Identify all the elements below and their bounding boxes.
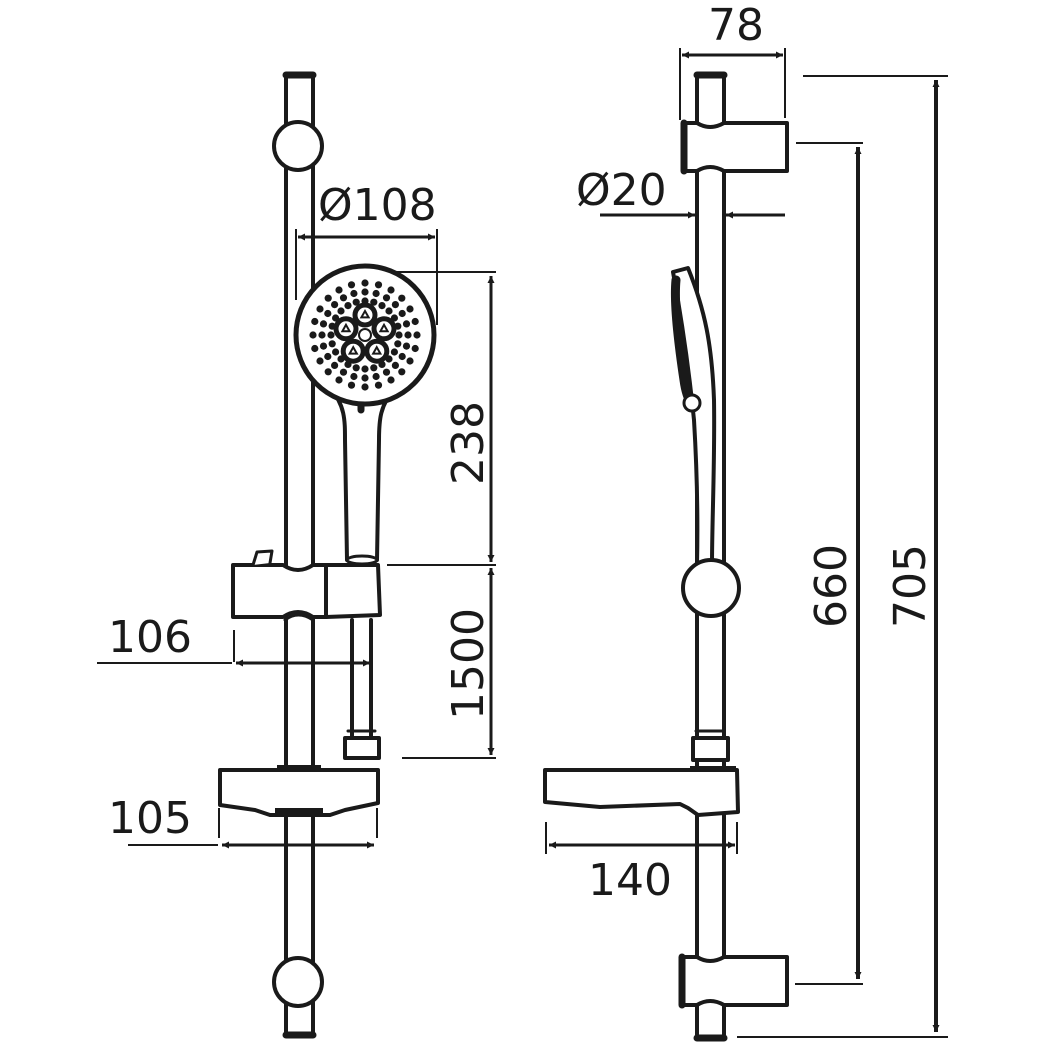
slider-bracket — [231, 549, 382, 622]
dim-hand-shower-length: 238 — [443, 401, 494, 485]
dim-head-diameter: Ø108 — [318, 180, 437, 231]
shower-hose — [343, 618, 381, 760]
hand-shower-handle — [328, 386, 397, 566]
dim-total-height: 705 — [885, 544, 936, 628]
side-soap-dish — [543, 766, 740, 817]
dim-bracket-depth: 78 — [708, 0, 764, 51]
side-hose-connector — [691, 729, 730, 762]
dim-soap-dish-depth: 140 — [588, 855, 672, 906]
front-rail — [282, 71, 317, 1039]
top-bracket-knob — [272, 120, 324, 172]
side-slider-knob — [681, 558, 741, 618]
dim-hose-length: 1500 — [443, 608, 494, 720]
dim-slider-width: 106 — [108, 612, 192, 663]
shower-head-nozzles — [309, 279, 421, 391]
side-bottom-bracket — [678, 953, 789, 1009]
bottom-bracket-knob — [272, 956, 324, 1008]
dim-bracket-spacing: 660 — [806, 544, 857, 628]
side-dimensions — [545, 48, 948, 1038]
side-view — [543, 71, 789, 1042]
front-dimensions — [97, 229, 496, 849]
dim-soap-dish-width: 105 — [108, 793, 192, 844]
dim-rail-diameter: Ø20 — [576, 165, 667, 216]
side-top-bracket — [680, 119, 789, 175]
front-soap-dish — [218, 765, 380, 817]
